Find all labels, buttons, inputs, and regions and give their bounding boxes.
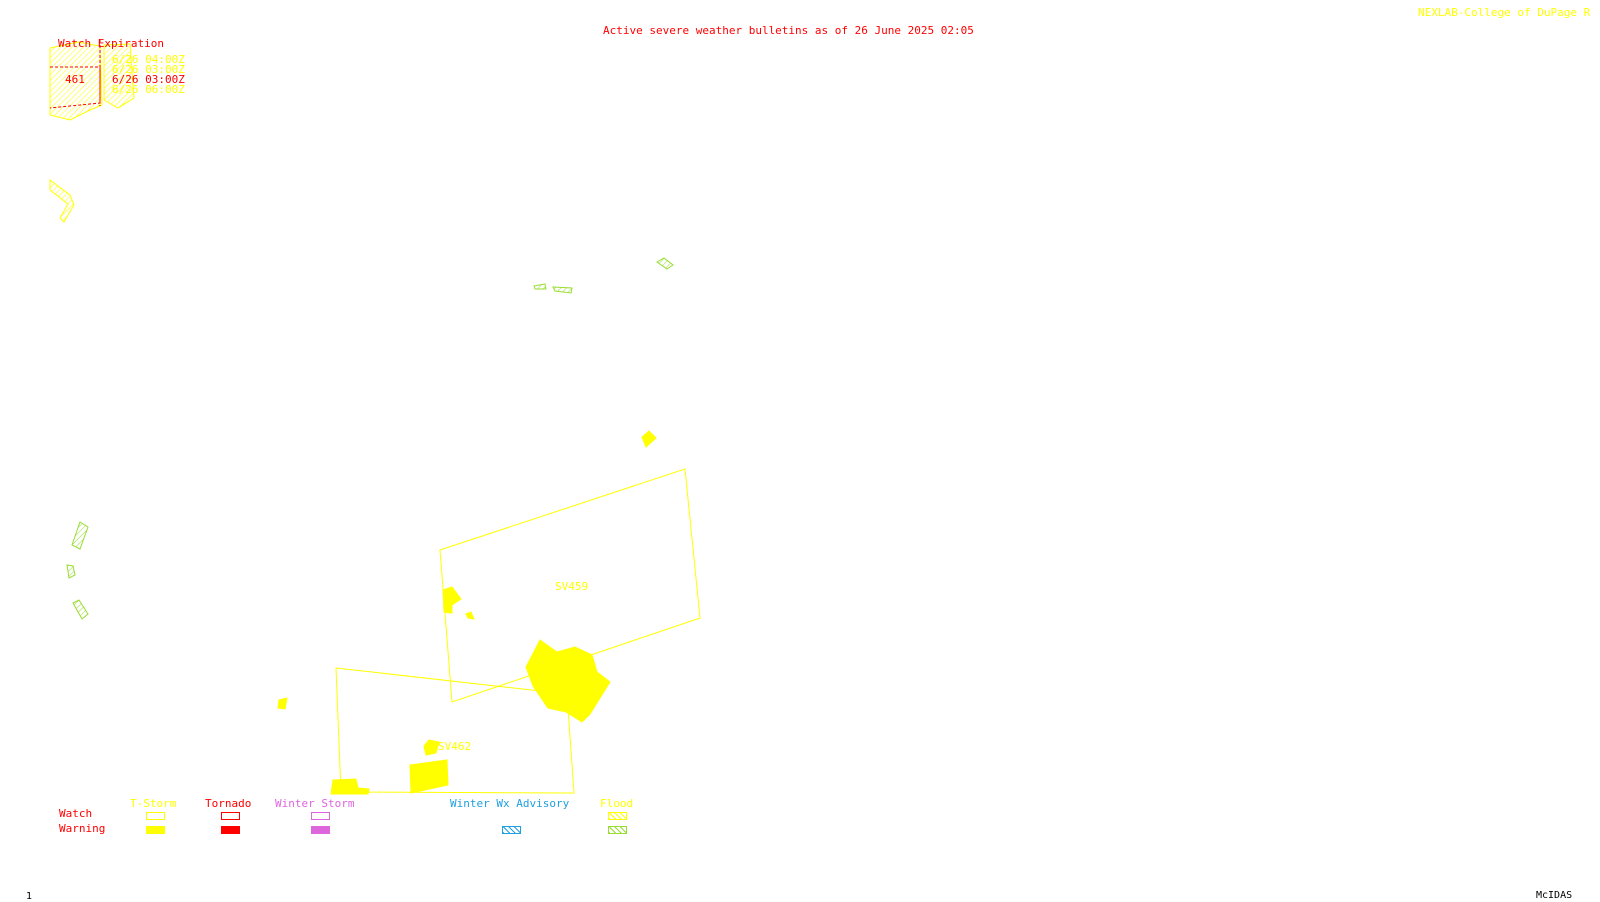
legend-warning-row-label: Warning <box>59 822 106 835</box>
bulletin-title: Active severe weather bulletins as of 26… <box>603 24 974 37</box>
legend-winter-storm-label: Winter Storm <box>275 797 355 810</box>
legend-tstorm-watch-swatch <box>146 812 165 820</box>
watch-row: 461 6/26 03:00Z <box>58 74 185 85</box>
legend-flood-watch-swatch <box>608 812 627 820</box>
watch-row: 6/26 04:00Z <box>58 54 185 65</box>
source-credit: NEXLAB-College of DuPage R <box>1418 6 1591 19</box>
legend-winter-advisory-swatch <box>502 826 521 834</box>
legend-flood-label: Flood <box>600 797 634 810</box>
legend-flood-warning-swatch <box>608 826 627 834</box>
flood-warning-polygons <box>66 257 674 620</box>
legend-tornado-watch-swatch <box>221 812 240 820</box>
tstorm-watch-462-outline <box>335 667 575 794</box>
legend-tornado-label: Tornado <box>205 797 252 810</box>
legend-winter-advisory-label: Winter Wx Advisory <box>450 797 570 810</box>
legend-watch-row-label: Watch <box>59 807 93 820</box>
flood-watch-area-northwest <box>49 41 135 121</box>
legend-tstorm-label: T-Storm <box>130 797 177 810</box>
watch-expires: 6/26 04:00Z <box>112 53 185 66</box>
watch-462-label: SV462 <box>438 740 472 753</box>
legend-winter-storm-watch-swatch <box>311 812 330 820</box>
legend-tstorm-warning-swatch <box>146 826 165 834</box>
software-label: McIDAS <box>1536 890 1573 901</box>
watch-number: 461 <box>65 73 85 86</box>
flood-watch-area-west <box>49 179 75 223</box>
watch-row: 6/26 03:00Z <box>58 64 185 75</box>
watch-row: 6/26 06:00Z <box>58 84 185 95</box>
tstorm-warning-polygons <box>277 430 657 795</box>
legend-tornado-warning-swatch <box>221 826 240 834</box>
watch-expires: 6/26 06:00Z <box>112 83 185 96</box>
watch-459-label: SV459 <box>555 580 589 593</box>
watch-expires: 6/26 03:00Z <box>112 73 185 86</box>
watch-expires: 6/26 03:00Z <box>112 63 185 76</box>
legend-winter-storm-warning-swatch <box>311 826 330 834</box>
tstorm-watch-459-outline <box>439 468 701 703</box>
frame-number: 1 <box>26 891 33 902</box>
watch-table-heading: Watch Expiration <box>58 37 164 50</box>
